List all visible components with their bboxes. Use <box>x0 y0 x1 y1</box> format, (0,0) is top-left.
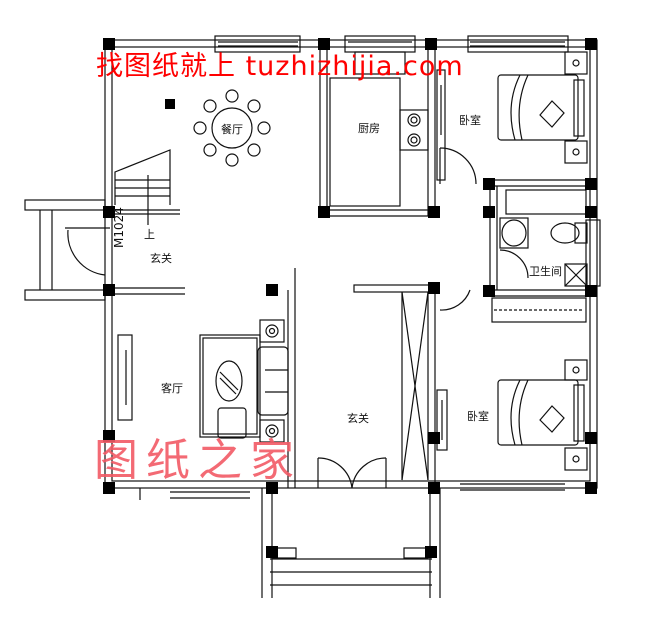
watermark-top: 找图纸就上 tuzhizhijia.com <box>96 51 464 82</box>
room-label-bathroom: 卫生间 <box>529 265 562 278</box>
center-foyer <box>317 284 471 489</box>
room-label-bedroom-bottom: 卧室 <box>467 410 489 423</box>
bedroom-top-furniture <box>436 51 588 185</box>
room-label-foyer-center: 玄关 <box>347 412 369 425</box>
room-label-bedroom-top: 卧室 <box>459 114 481 127</box>
bedroom-bottom-furniture <box>436 359 588 491</box>
stair-up-label: 上 <box>144 228 155 241</box>
living-room-furniture <box>117 268 296 488</box>
room-label-kitchen: 厨房 <box>358 122 380 135</box>
room-label-foyer-left: 玄关 <box>150 252 172 265</box>
room-label-dining: 餐厅 <box>221 123 243 136</box>
kitchen-walls <box>319 47 440 217</box>
door-code-label: M1024 <box>112 207 126 248</box>
dining-table <box>193 89 271 167</box>
windows-top <box>214 35 569 53</box>
bathroom-fixtures <box>489 179 601 323</box>
watermark-bottom: 图纸之家 <box>94 435 302 486</box>
room-label-living: 客厅 <box>161 382 183 395</box>
staircase <box>114 149 180 225</box>
structural-columns <box>103 38 597 558</box>
front-porch <box>139 488 441 598</box>
